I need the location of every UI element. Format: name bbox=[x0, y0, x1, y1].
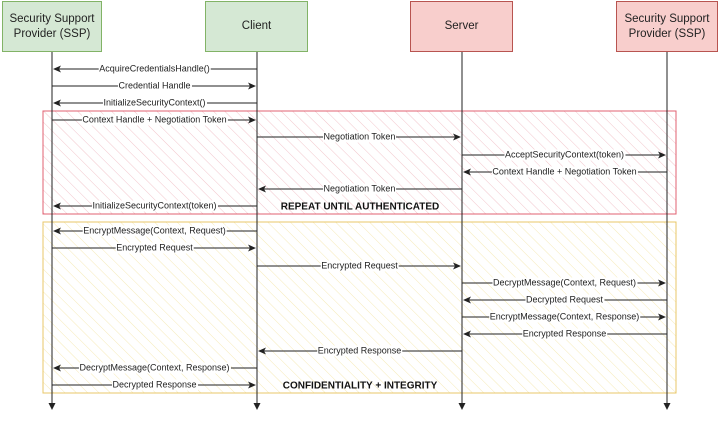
message-label: EncryptMessage(Context, Response) bbox=[488, 311, 641, 323]
message-arrowhead bbox=[53, 364, 61, 372]
message-label: Encrypted Request bbox=[320, 260, 399, 272]
participant-server: Server bbox=[410, 1, 513, 52]
group-frame-repeat bbox=[42, 110, 677, 215]
message-arrowhead bbox=[248, 82, 256, 90]
message-arrowhead bbox=[658, 279, 666, 287]
message-label: Negotiation Token bbox=[322, 131, 397, 143]
message-arrowhead bbox=[53, 99, 61, 107]
lifeline-end-arrow-server bbox=[458, 403, 466, 410]
lifeline-end-arrow-ssp_right bbox=[663, 403, 671, 410]
message-label: InitializeSecurityContext(token) bbox=[91, 200, 218, 212]
message-label: InitializeSecurityContext() bbox=[102, 97, 207, 109]
participant-ssp_left: Security Support Provider (SSP) bbox=[2, 1, 102, 52]
message-arrowhead bbox=[248, 116, 256, 124]
message-arrowhead bbox=[453, 262, 461, 270]
message-arrowhead bbox=[53, 202, 61, 210]
message-arrowhead bbox=[463, 168, 471, 176]
group-label-integrity: CONFIDENTIALITY + INTEGRITY bbox=[282, 380, 438, 392]
message-label: Context Handle + Negotiation Token bbox=[491, 166, 638, 178]
message-arrowhead bbox=[463, 296, 471, 304]
message-arrowhead bbox=[258, 185, 266, 193]
participant-ssp_right: Security Support Provider (SSP) bbox=[616, 1, 718, 52]
lifeline-end-arrow-client bbox=[253, 403, 261, 410]
message-arrowhead bbox=[463, 330, 471, 338]
message-label: Credential Handle bbox=[117, 80, 192, 92]
message-arrowhead bbox=[248, 381, 256, 389]
message-label: Encrypted Response bbox=[521, 328, 608, 340]
lifeline-end-arrow-ssp_left bbox=[48, 403, 56, 410]
message-arrowhead bbox=[258, 347, 266, 355]
message-arrowhead bbox=[658, 151, 666, 159]
message-arrowhead bbox=[658, 313, 666, 321]
message-arrowhead bbox=[248, 244, 256, 252]
message-label: Decrypted Response bbox=[111, 379, 198, 391]
message-label: Context Handle + Negotiation Token bbox=[81, 114, 228, 126]
message-label: Decrypted Request bbox=[524, 294, 605, 306]
message-label: Encrypted Request bbox=[115, 242, 194, 254]
message-arrowhead bbox=[53, 227, 61, 235]
participant-client: Client bbox=[205, 1, 308, 52]
message-label: Encrypted Response bbox=[316, 345, 403, 357]
message-label: AcquireCredentialsHandle() bbox=[98, 63, 211, 75]
message-arrowhead bbox=[453, 133, 461, 141]
message-arrowhead bbox=[53, 65, 61, 73]
message-label: Negotiation Token bbox=[322, 183, 397, 195]
message-label: EncryptMessage(Context, Request) bbox=[82, 225, 227, 237]
message-label: AcceptSecurityContext(token) bbox=[503, 149, 626, 161]
message-label: DecryptMessage(Context, Request) bbox=[491, 277, 638, 289]
message-label: DecryptMessage(Context, Response) bbox=[78, 362, 231, 374]
group-label-repeat: REPEAT UNTIL AUTHENTICATED bbox=[280, 201, 440, 213]
